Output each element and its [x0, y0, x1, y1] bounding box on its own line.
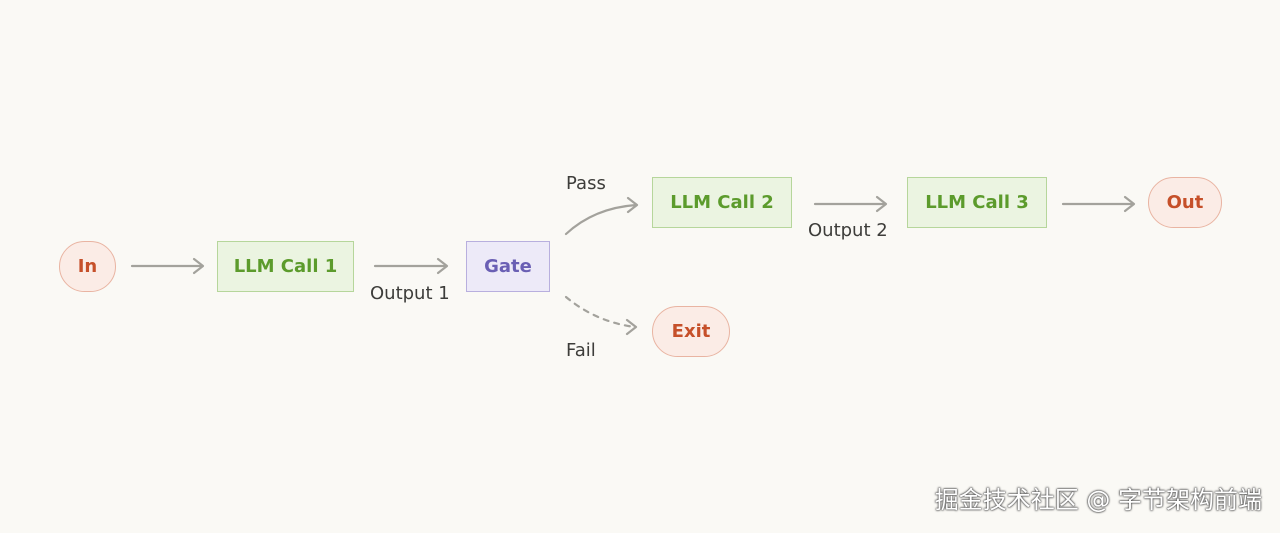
fail-label: Fail	[566, 340, 596, 361]
gate-node: Gate	[466, 241, 550, 292]
llm-call-3-node: LLM Call 3	[907, 177, 1047, 228]
arrow-gate-to-exit-fail	[564, 295, 638, 336]
output-1-label: Output 1	[370, 283, 450, 304]
pass-label: Pass	[566, 173, 606, 194]
arrow-llm-call-1-to-gate	[373, 257, 449, 275]
output-2-label: Output 2	[808, 220, 888, 241]
arrow-llm-call-2-to-llm-call-3	[813, 195, 888, 213]
arrow-gate-to-llm-call-2-pass	[564, 196, 639, 236]
llm-call-1-node: LLM Call 1	[217, 241, 354, 292]
in-node: In	[59, 241, 116, 292]
arrow-in-to-llm-call-1	[130, 257, 205, 275]
watermark: 掘金技术社区 @ 字节架构前端	[934, 486, 1262, 514]
llm-call-2-node: LLM Call 2	[652, 177, 792, 228]
exit-node: Exit	[652, 306, 730, 357]
arrow-llm-call-3-to-out	[1061, 195, 1136, 213]
out-node: Out	[1148, 177, 1222, 228]
